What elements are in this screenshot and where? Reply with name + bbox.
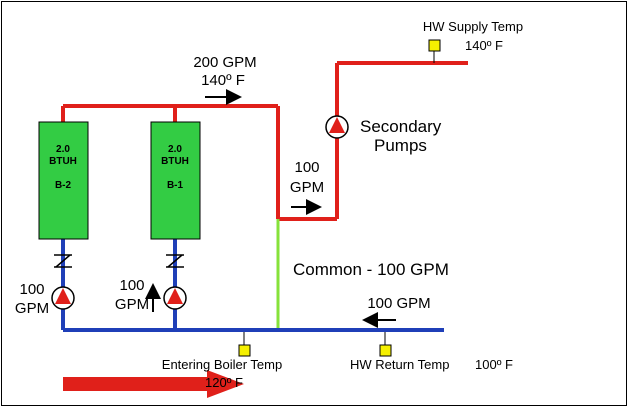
supply-piping bbox=[61, 61, 468, 221]
secondary-flow-line1: 100 bbox=[294, 159, 319, 176]
pump-triangle-icon bbox=[167, 288, 183, 304]
boiler-b2-body bbox=[38, 121, 89, 240]
boiler-b2: 2.0 BTUH B-2 bbox=[38, 121, 89, 240]
boiler-b1-rating: 2.0 bbox=[168, 144, 182, 155]
boiler-b1: 2.0 BTUH B-1 bbox=[150, 121, 201, 240]
hw-return-temp: 100º F bbox=[475, 357, 513, 372]
boiler-b2-rating: 2.0 bbox=[56, 144, 70, 155]
hw-supply-label: HW Supply Temp bbox=[423, 19, 523, 34]
entering-boiler-temp-sensor bbox=[238, 344, 251, 357]
entering-flow-big-arrow-icon bbox=[63, 370, 244, 398]
boiler-b1-tag: B-1 bbox=[167, 180, 184, 191]
hw-supply-temp: 140º F bbox=[465, 38, 503, 53]
pump-b2-flow-line2: GPM bbox=[15, 300, 49, 317]
hw-supply-temp-sensor bbox=[428, 39, 441, 52]
hw-return-label: HW Return Temp bbox=[350, 357, 449, 372]
secondary-pump bbox=[325, 115, 349, 139]
pump-b1-flow-line2: GPM bbox=[115, 296, 149, 313]
common-label: Common - 100 GPM bbox=[293, 260, 449, 279]
entering-boiler-temp: 120º F bbox=[205, 375, 243, 390]
check-valve-b1 bbox=[166, 254, 184, 268]
secondary-pumps-line2: Pumps bbox=[374, 136, 427, 155]
entering-boiler-label: Entering Boiler Temp bbox=[162, 357, 282, 372]
pump-triangle-icon bbox=[55, 288, 71, 304]
primary-pump-b1 bbox=[163, 286, 187, 310]
boiler-b2-unit: BTUH bbox=[49, 156, 77, 167]
supply-flow-gpm: 200 GPM bbox=[193, 54, 256, 71]
boiler-b2-tag: B-2 bbox=[55, 180, 72, 191]
check-valve-b2 bbox=[54, 254, 72, 268]
secondary-flow-line2: GPM bbox=[290, 179, 324, 196]
boiler-b1-body bbox=[150, 121, 201, 240]
hw-return-temp-sensor bbox=[379, 344, 392, 357]
pump-b2-flow-line1: 100 bbox=[19, 281, 44, 298]
return-piping bbox=[61, 239, 444, 332]
primary-pump-b2 bbox=[51, 286, 75, 310]
supply-flow-temp: 140º F bbox=[201, 72, 245, 89]
secondary-pumps-line1: Secondary bbox=[360, 117, 442, 136]
pump-triangle-icon bbox=[329, 117, 345, 133]
pump-b1-flow-line1: 100 bbox=[119, 277, 144, 294]
return-flow-label: 100 GPM bbox=[367, 295, 430, 312]
boiler-b1-unit: BTUH bbox=[161, 156, 189, 167]
